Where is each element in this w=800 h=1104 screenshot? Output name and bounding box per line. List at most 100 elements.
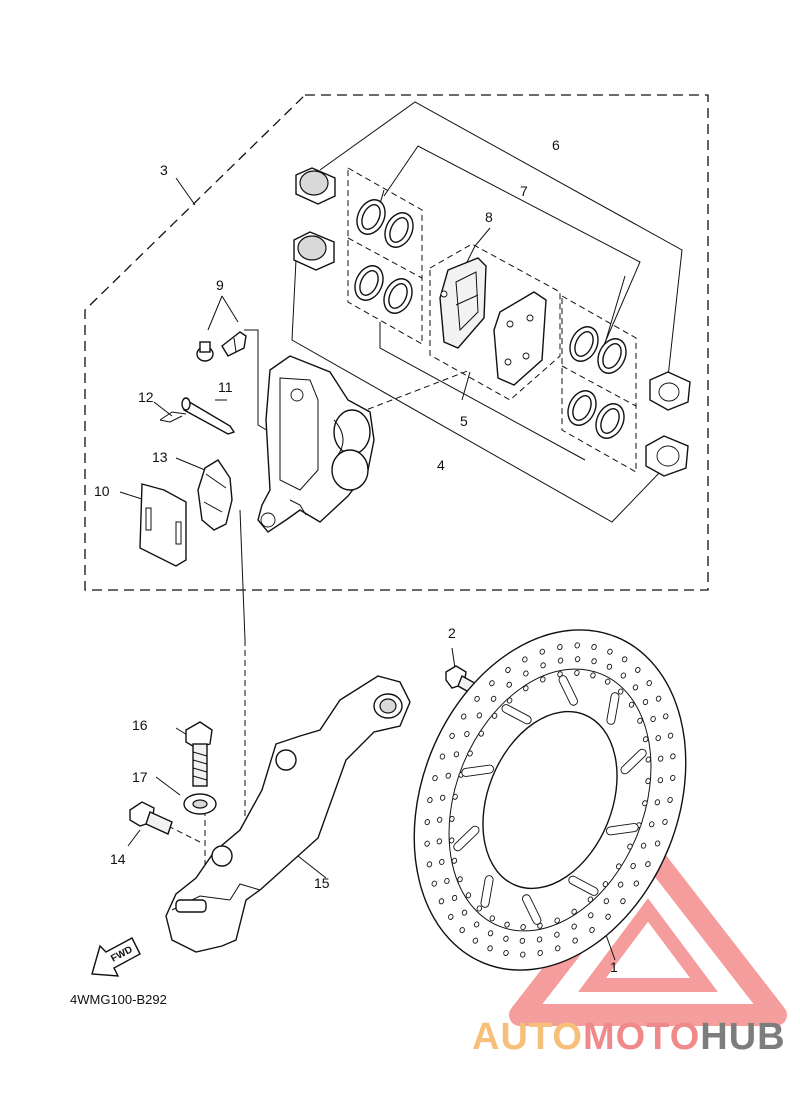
disc-drill-hole: [655, 695, 662, 702]
disc-drill-hole: [635, 666, 641, 673]
disc-vent-slot: [606, 692, 620, 725]
brake-disc: [413, 629, 687, 971]
disc-drill-hole: [474, 695, 480, 702]
watermark-part-moto: MOTO: [582, 1016, 701, 1058]
fwd-arrow-icon: FWD: [91, 937, 141, 977]
disc-drill-hole: [522, 656, 528, 663]
disc-drill-hole: [459, 927, 465, 934]
disc-drill-hole: [444, 877, 450, 884]
disc-drill-hole: [424, 819, 430, 826]
disc-drill-hole: [617, 881, 624, 888]
caliper-body: [257, 355, 375, 533]
disc-vent-slot: [605, 823, 639, 836]
disc-drill-hole: [574, 669, 580, 676]
disc-drill-hole: [620, 898, 626, 905]
disc-drill-hole: [667, 732, 674, 739]
disc-drill-hole: [621, 656, 628, 663]
disc-drill-hole: [439, 753, 446, 760]
disc-drill-hole: [427, 797, 433, 804]
disc-drill-hole: [505, 667, 511, 674]
disc-drill-hole: [478, 730, 485, 737]
disc-drill-hole: [476, 712, 483, 719]
disc-drill-hole: [503, 950, 509, 957]
disc-drill-hole: [637, 717, 643, 724]
leader-lines: [119, 101, 683, 961]
pad-spring: [197, 459, 233, 531]
disc-drill-hole: [461, 909, 468, 916]
disc-drill-hole: [554, 931, 560, 938]
disc-drill-hole: [606, 663, 613, 670]
disc-drill-hole: [473, 921, 480, 928]
piston-lower-left: [293, 231, 335, 271]
disc-drill-hole: [465, 892, 472, 899]
disc-drill-hole: [491, 712, 498, 719]
disc-drill-hole: [487, 945, 493, 952]
disc-drill-hole: [654, 799, 661, 806]
disc-drill-hole: [451, 857, 458, 864]
disc-drill-hole: [537, 922, 543, 929]
disc-drill-hole: [489, 915, 495, 922]
disc-drill-hole: [520, 924, 526, 931]
disc-drill-hole: [523, 670, 529, 677]
disc-drill-hole: [554, 917, 560, 924]
disc-drill-hole: [504, 921, 510, 928]
disc-drill-hole: [572, 937, 578, 944]
disc-drill-hole: [467, 750, 473, 757]
disc-drill-hole: [670, 753, 676, 760]
disc-drill-hole: [642, 736, 649, 743]
disc-drill-hole: [453, 751, 460, 758]
disc-drill-hole: [472, 937, 479, 944]
disc-drill-hole: [605, 678, 611, 685]
disc-drill-hole: [607, 648, 613, 655]
disc-drill-hole: [438, 898, 445, 905]
disc-drill-hole: [657, 777, 664, 784]
disc-vent-slot: [568, 875, 599, 896]
disc-drill-hole: [460, 713, 467, 720]
disc-drill-hole: [424, 840, 430, 847]
disc-drill-hole: [657, 755, 664, 762]
disc-drill-hole: [571, 908, 577, 915]
watermark-part-hub: HUB: [700, 1016, 786, 1058]
disc-drill-hole: [448, 837, 455, 844]
callout-5: 5: [460, 413, 468, 429]
disc-drill-hole: [557, 644, 563, 651]
callout-16: 16: [132, 717, 148, 733]
disc-drill-hole: [654, 840, 661, 847]
disc-drill-hole: [642, 699, 649, 706]
disc-vent-slot: [461, 764, 495, 777]
disc-drill-hole: [602, 881, 609, 888]
disc-drill-hole: [520, 951, 526, 958]
callout-8: 8: [485, 209, 493, 225]
callout-15: 15: [314, 875, 330, 891]
disc-drill-hole: [439, 794, 446, 801]
disc-drill-hole: [588, 912, 594, 919]
disc-drill-hole: [645, 778, 651, 785]
callout-10: 10: [94, 483, 110, 499]
disc-drill-hole: [632, 684, 639, 691]
disc-drill-hole: [457, 876, 463, 883]
watermark-part-auto: AUTO: [472, 1016, 583, 1058]
disc-drill-hole: [590, 672, 596, 679]
piston-upper-right: [649, 371, 691, 411]
pad-kit-box: [429, 243, 561, 401]
callout-14: 14: [110, 851, 126, 867]
callout-4: 4: [437, 457, 445, 473]
disc-drill-hole: [640, 842, 647, 849]
disc-drill-hole: [642, 800, 648, 807]
bracket-washer: [183, 793, 217, 815]
bleed-screw-and-cap: [196, 331, 247, 362]
disc-drill-hole: [589, 926, 595, 933]
disc-drill-hole: [633, 880, 640, 887]
disc-drill-hole: [620, 672, 627, 679]
pad-pin: [181, 397, 236, 435]
disc-drill-hole: [432, 775, 438, 782]
disc-drill-hole: [436, 838, 443, 845]
disc-drill-hole: [571, 923, 577, 930]
disc-vent-slot: [558, 675, 578, 706]
disc-drill-hole: [574, 656, 581, 663]
disc-drill-hole: [645, 861, 651, 868]
disc-drill-hole: [587, 896, 594, 903]
bracket-bolt-long: [185, 721, 213, 787]
pad-pin-clip: [159, 411, 187, 423]
